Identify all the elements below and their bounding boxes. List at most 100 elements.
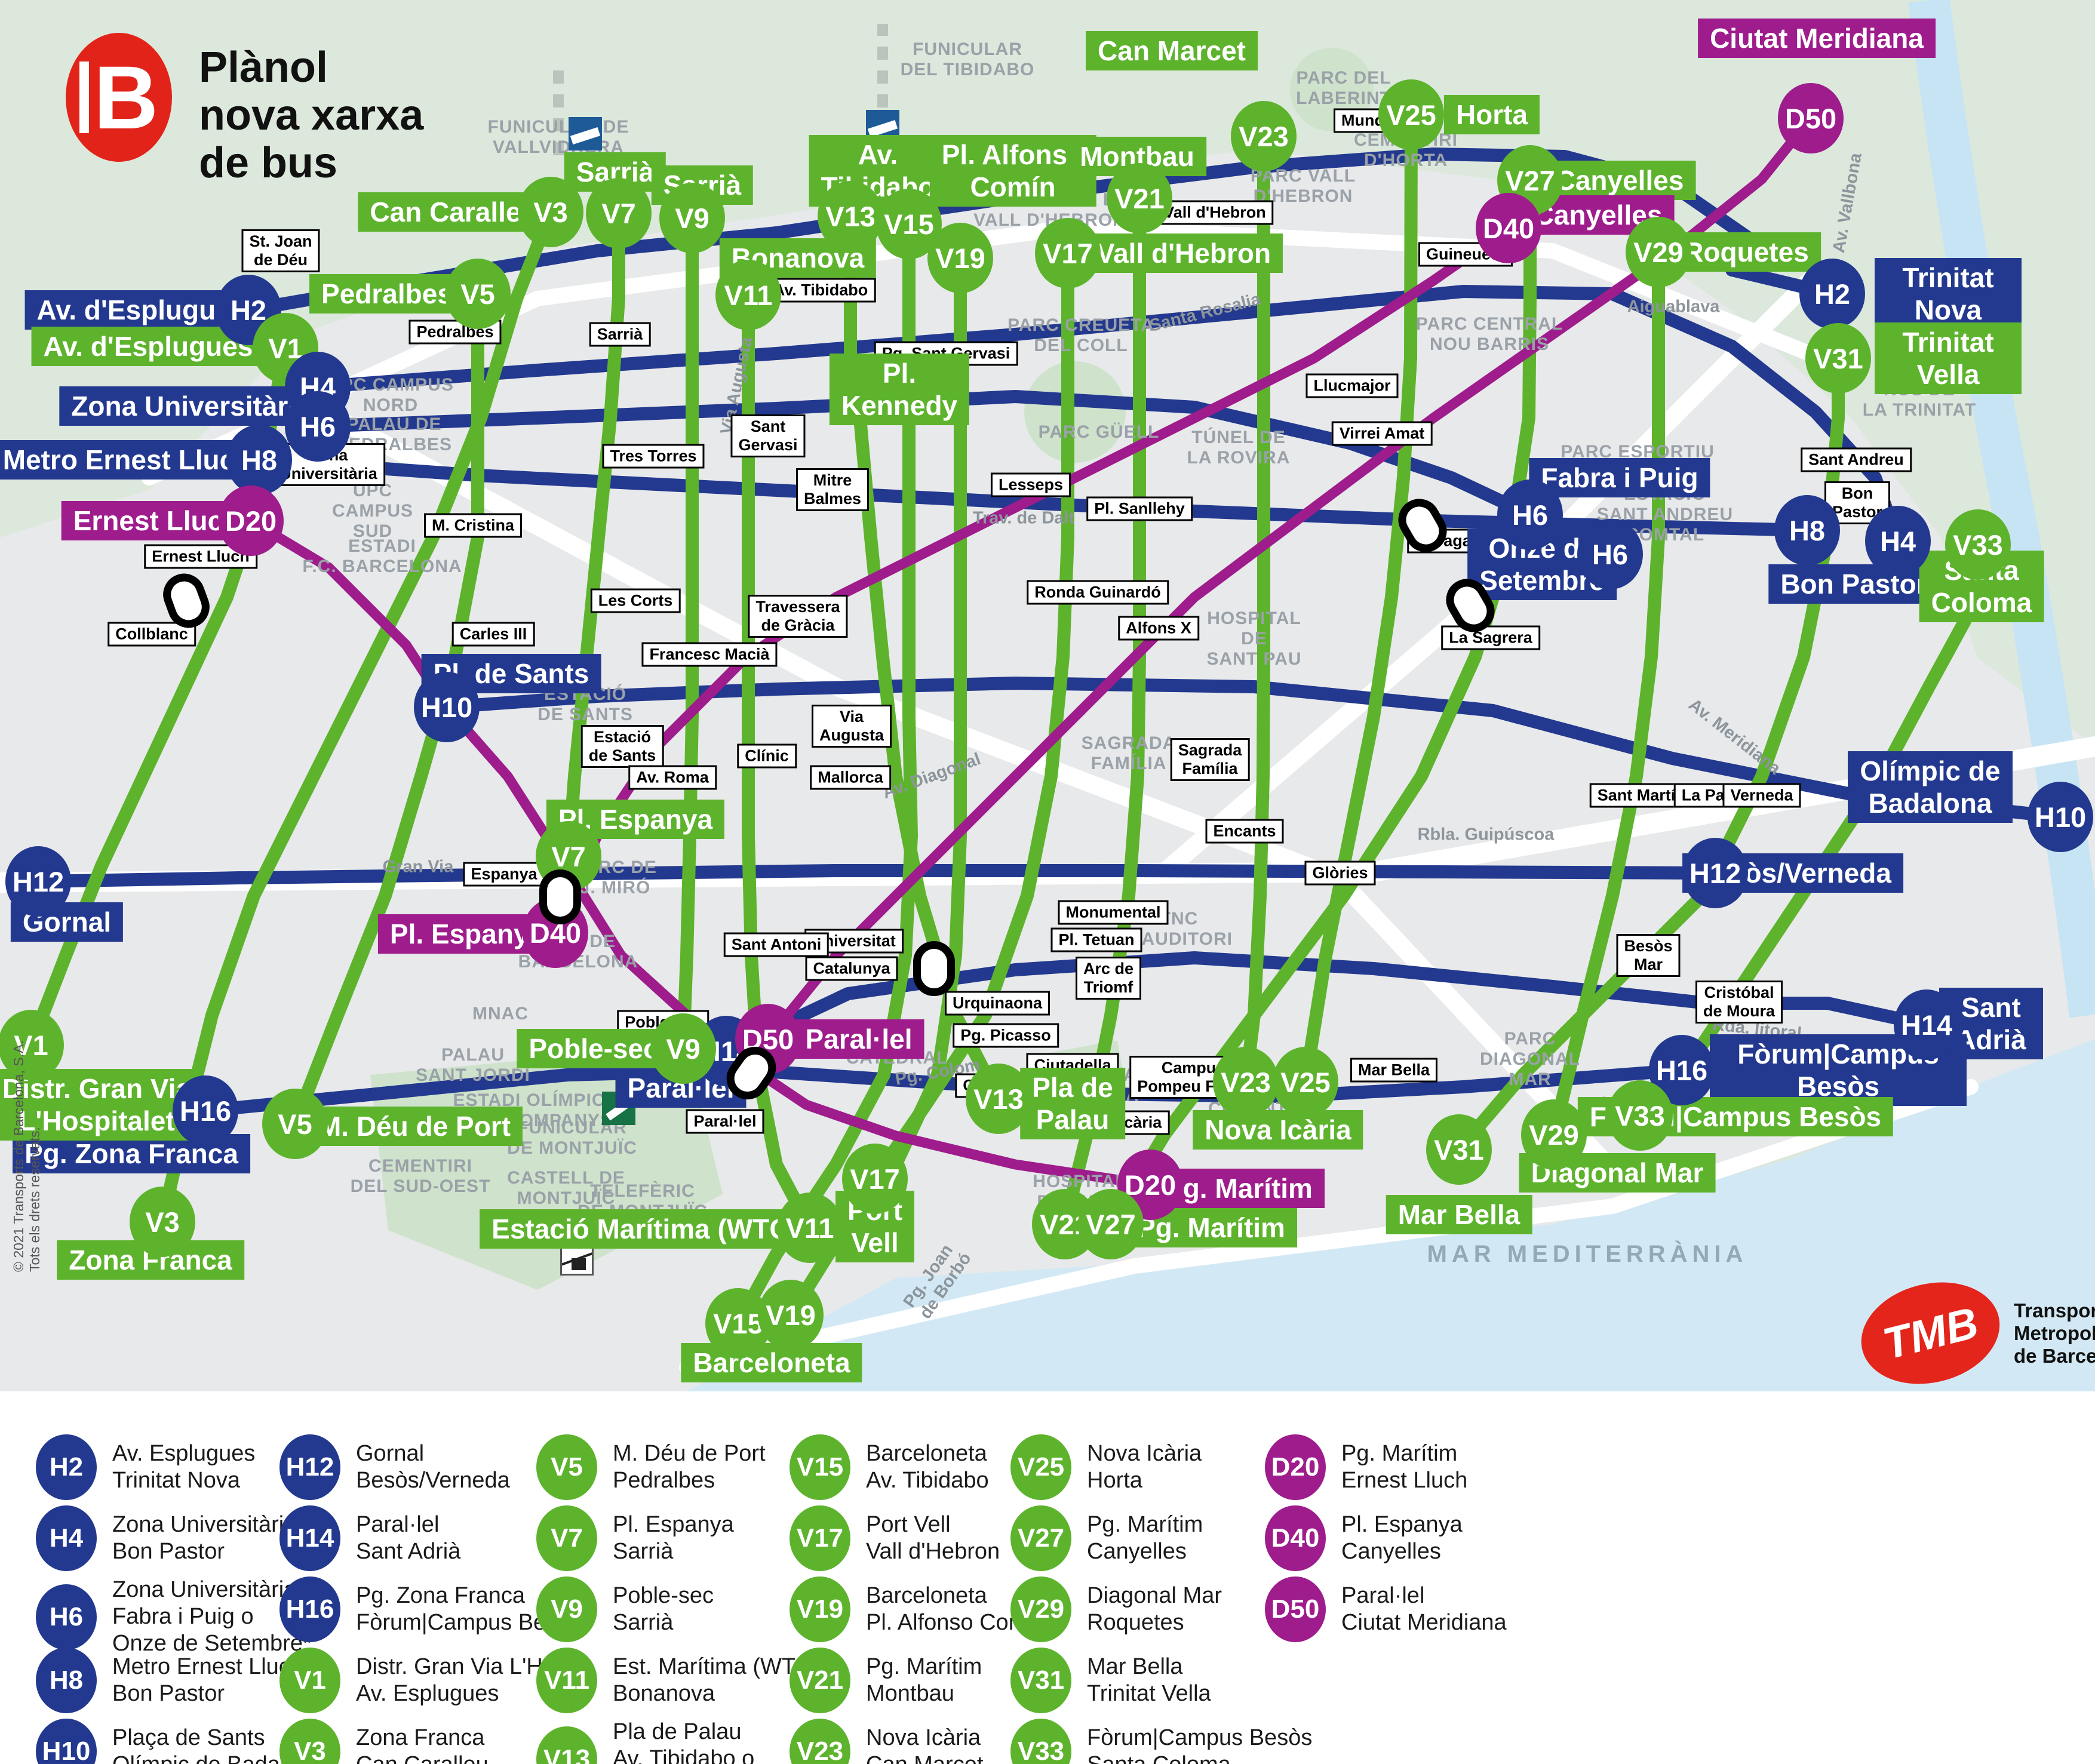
terminal-label: Trinitat Nova bbox=[1875, 258, 2022, 330]
station-box: Espanya bbox=[463, 862, 545, 887]
terminal-code-V9: V9 bbox=[650, 1013, 716, 1084]
legend-route-destinations: Distr. Gran Via L'Hosp. Av. Esplugues bbox=[356, 1654, 586, 1706]
terminal-code-V25: V25 bbox=[1378, 79, 1444, 150]
legend-route-destinations: Pla de Palau Av. Tibidabo o Pl. Kennedy* bbox=[613, 1719, 755, 1764]
terminal-label: Trinitat Vella bbox=[1875, 322, 2022, 394]
legend-route-destinations: Av. Esplugues Trinitat Nova bbox=[112, 1441, 256, 1493]
legend-route-code-V17: V17 bbox=[790, 1505, 850, 1571]
terminal-code-H10: H10 bbox=[414, 672, 480, 742]
station-box: Mitre Balmes bbox=[795, 468, 870, 511]
terminal-code-H12: H12 bbox=[5, 846, 71, 917]
route-line-H10 bbox=[440, 677, 2067, 823]
station-box: La Sagrera bbox=[1441, 625, 1540, 650]
legend-route-code-D50: D50 bbox=[1265, 1576, 1326, 1642]
legend-route-destinations: Zona Franca Can Caralleu bbox=[356, 1725, 489, 1764]
terminal-label: Horta bbox=[1443, 95, 1540, 134]
legend-route-code-V23: V23 bbox=[790, 1719, 850, 1764]
terminal-code-V11: V11 bbox=[777, 1193, 843, 1263]
station-box: Collblanc bbox=[107, 622, 196, 647]
poi-label: PARC CENTRAL NOU BARRIS bbox=[1415, 314, 1563, 354]
terminal-code-H10: H10 bbox=[2028, 782, 2093, 852]
street-name: Rbla. Guipúscoa bbox=[1417, 825, 1555, 844]
station-box: St. Joan de Déu bbox=[241, 229, 320, 272]
terminal-label: Olímpic de Badalona bbox=[1848, 751, 2013, 823]
terminal-code-V29: V29 bbox=[1626, 217, 1691, 287]
terminal-code-V11: V11 bbox=[715, 260, 781, 330]
terminal-code-V13: V13 bbox=[818, 181, 883, 251]
poi-label: ESTACIÓ DE SANTS bbox=[537, 684, 633, 724]
station-box: Les Corts bbox=[590, 588, 681, 613]
station-box: Mallorca bbox=[810, 765, 891, 790]
tmb-logo-text: TMB bbox=[1878, 1297, 1983, 1369]
terminal-label: Mar Bella bbox=[1386, 1195, 1532, 1234]
station-box: Estació de Sants bbox=[580, 725, 664, 768]
legend-route-code-V1: V1 bbox=[279, 1648, 340, 1713]
legend-route-code-H4: H4 bbox=[36, 1505, 97, 1571]
legend-route-V1: V1 Distr. Gran Via L'Hosp. Av. Esplugues bbox=[279, 1648, 586, 1713]
terminal-code-V17: V17 bbox=[842, 1144, 908, 1214]
poi-label: FUNICULAR DEL TIBIDABO bbox=[900, 39, 1035, 79]
station-box: Urquinaona bbox=[944, 991, 1050, 1016]
terminal-code-V5: V5 bbox=[262, 1089, 328, 1159]
route-line-H12 bbox=[32, 864, 1722, 888]
tmb-logo-block: TMB Transports Metropolitans de Barcelon… bbox=[1850, 1268, 2095, 1398]
terminal-label: Vall d'Hebron bbox=[1084, 233, 1283, 273]
legend-route-V23: V23 Nova Icària Can Marcet bbox=[790, 1719, 983, 1764]
terminal-code-D20: D20 bbox=[218, 485, 284, 556]
legend-route-code-H14: H14 bbox=[279, 1505, 340, 1571]
terminal-label: Roquetes bbox=[1672, 232, 1821, 272]
station-box: Av. Tibidabo bbox=[765, 278, 876, 303]
legend-route-destinations: Pl. Espanya Canyelles bbox=[1341, 1512, 1463, 1564]
legend-route-code-V29: V29 bbox=[1010, 1576, 1071, 1642]
title-line-1: Plànol bbox=[199, 44, 328, 91]
station-box: Arc de Triomf bbox=[1075, 957, 1142, 1000]
legend-route-destinations: Pg. Marítim Canyelles bbox=[1087, 1512, 1203, 1564]
terminal-code-H4: H4 bbox=[1865, 506, 1931, 576]
terminal-label: Montbau bbox=[1068, 137, 1206, 176]
poi-label: FUNICULAR DE VALLVIDRERA bbox=[487, 117, 629, 157]
terminal-code-V5: V5 bbox=[445, 259, 511, 329]
legend-route-destinations: Nova Icària Horta bbox=[1087, 1441, 1202, 1493]
terminal-code-V17: V17 bbox=[1035, 218, 1101, 288]
station-box: Pg. Picasso bbox=[953, 1023, 1059, 1048]
terminal-code-V3: V3 bbox=[130, 1187, 195, 1257]
terminal-label: Distr. Gran Via L'Hospitalet bbox=[0, 1069, 204, 1141]
terminal-code-H6: H6 bbox=[285, 391, 351, 462]
legend-route-V13: V13 Pla de Palau Av. Tibidabo o Pl. Kenne… bbox=[536, 1719, 754, 1764]
terminal-code-V31: V31 bbox=[1426, 1114, 1492, 1185]
legend-route-code-V31: V31 bbox=[1010, 1648, 1071, 1713]
station-box: Pl. Sanllehy bbox=[1086, 496, 1193, 521]
terminal-label: Metro Ernest Lluch bbox=[0, 440, 264, 480]
legend-route-destinations: Est. Marítima (WTC) Bonanova bbox=[613, 1654, 820, 1706]
terminal-code-V13: V13 bbox=[966, 1064, 1031, 1134]
station-box: Alfons X bbox=[1118, 616, 1199, 641]
station-box: Sant Martí bbox=[1589, 783, 1684, 808]
terminal-code-H12: H12 bbox=[1682, 838, 1748, 908]
terminal-label: Pl. Kennedy bbox=[829, 354, 970, 425]
legend-route-code-V11: V11 bbox=[536, 1648, 597, 1713]
station-box: Francesc Macià bbox=[641, 642, 778, 667]
legend-route-code-V13: V13 bbox=[536, 1726, 597, 1764]
terminal-label: Canyelles bbox=[1543, 161, 1696, 200]
page-title: Plànol nova xarxa de bus bbox=[199, 33, 423, 187]
legend-route-destinations: Nova Icària Can Marcet bbox=[866, 1725, 983, 1764]
legend-route-destinations: Paral·lel Sant Adrià bbox=[356, 1512, 461, 1564]
poi-label: PARC DIAGONAL MAR bbox=[1480, 1029, 1580, 1089]
terminal-label: Can Marcet bbox=[1086, 31, 1258, 70]
station-box: Cristóbal de Moura bbox=[1695, 981, 1783, 1024]
terminal-code-H16: H16 bbox=[173, 1075, 238, 1146]
terminal-label: Zona Universitària bbox=[59, 386, 323, 426]
poi-label: PARC VALL D'HEBRON bbox=[1250, 166, 1356, 206]
poi-label: CEMENTIRI DEL SUD-OEST bbox=[350, 1156, 491, 1196]
station-box: Vall d'Hebron bbox=[1156, 200, 1274, 225]
legend-route-H14: H14 Paral·lel Sant Adrià bbox=[279, 1505, 460, 1571]
legend-route-destinations: Zona Universitària Fabra i Puig o Onze d… bbox=[112, 1577, 312, 1656]
